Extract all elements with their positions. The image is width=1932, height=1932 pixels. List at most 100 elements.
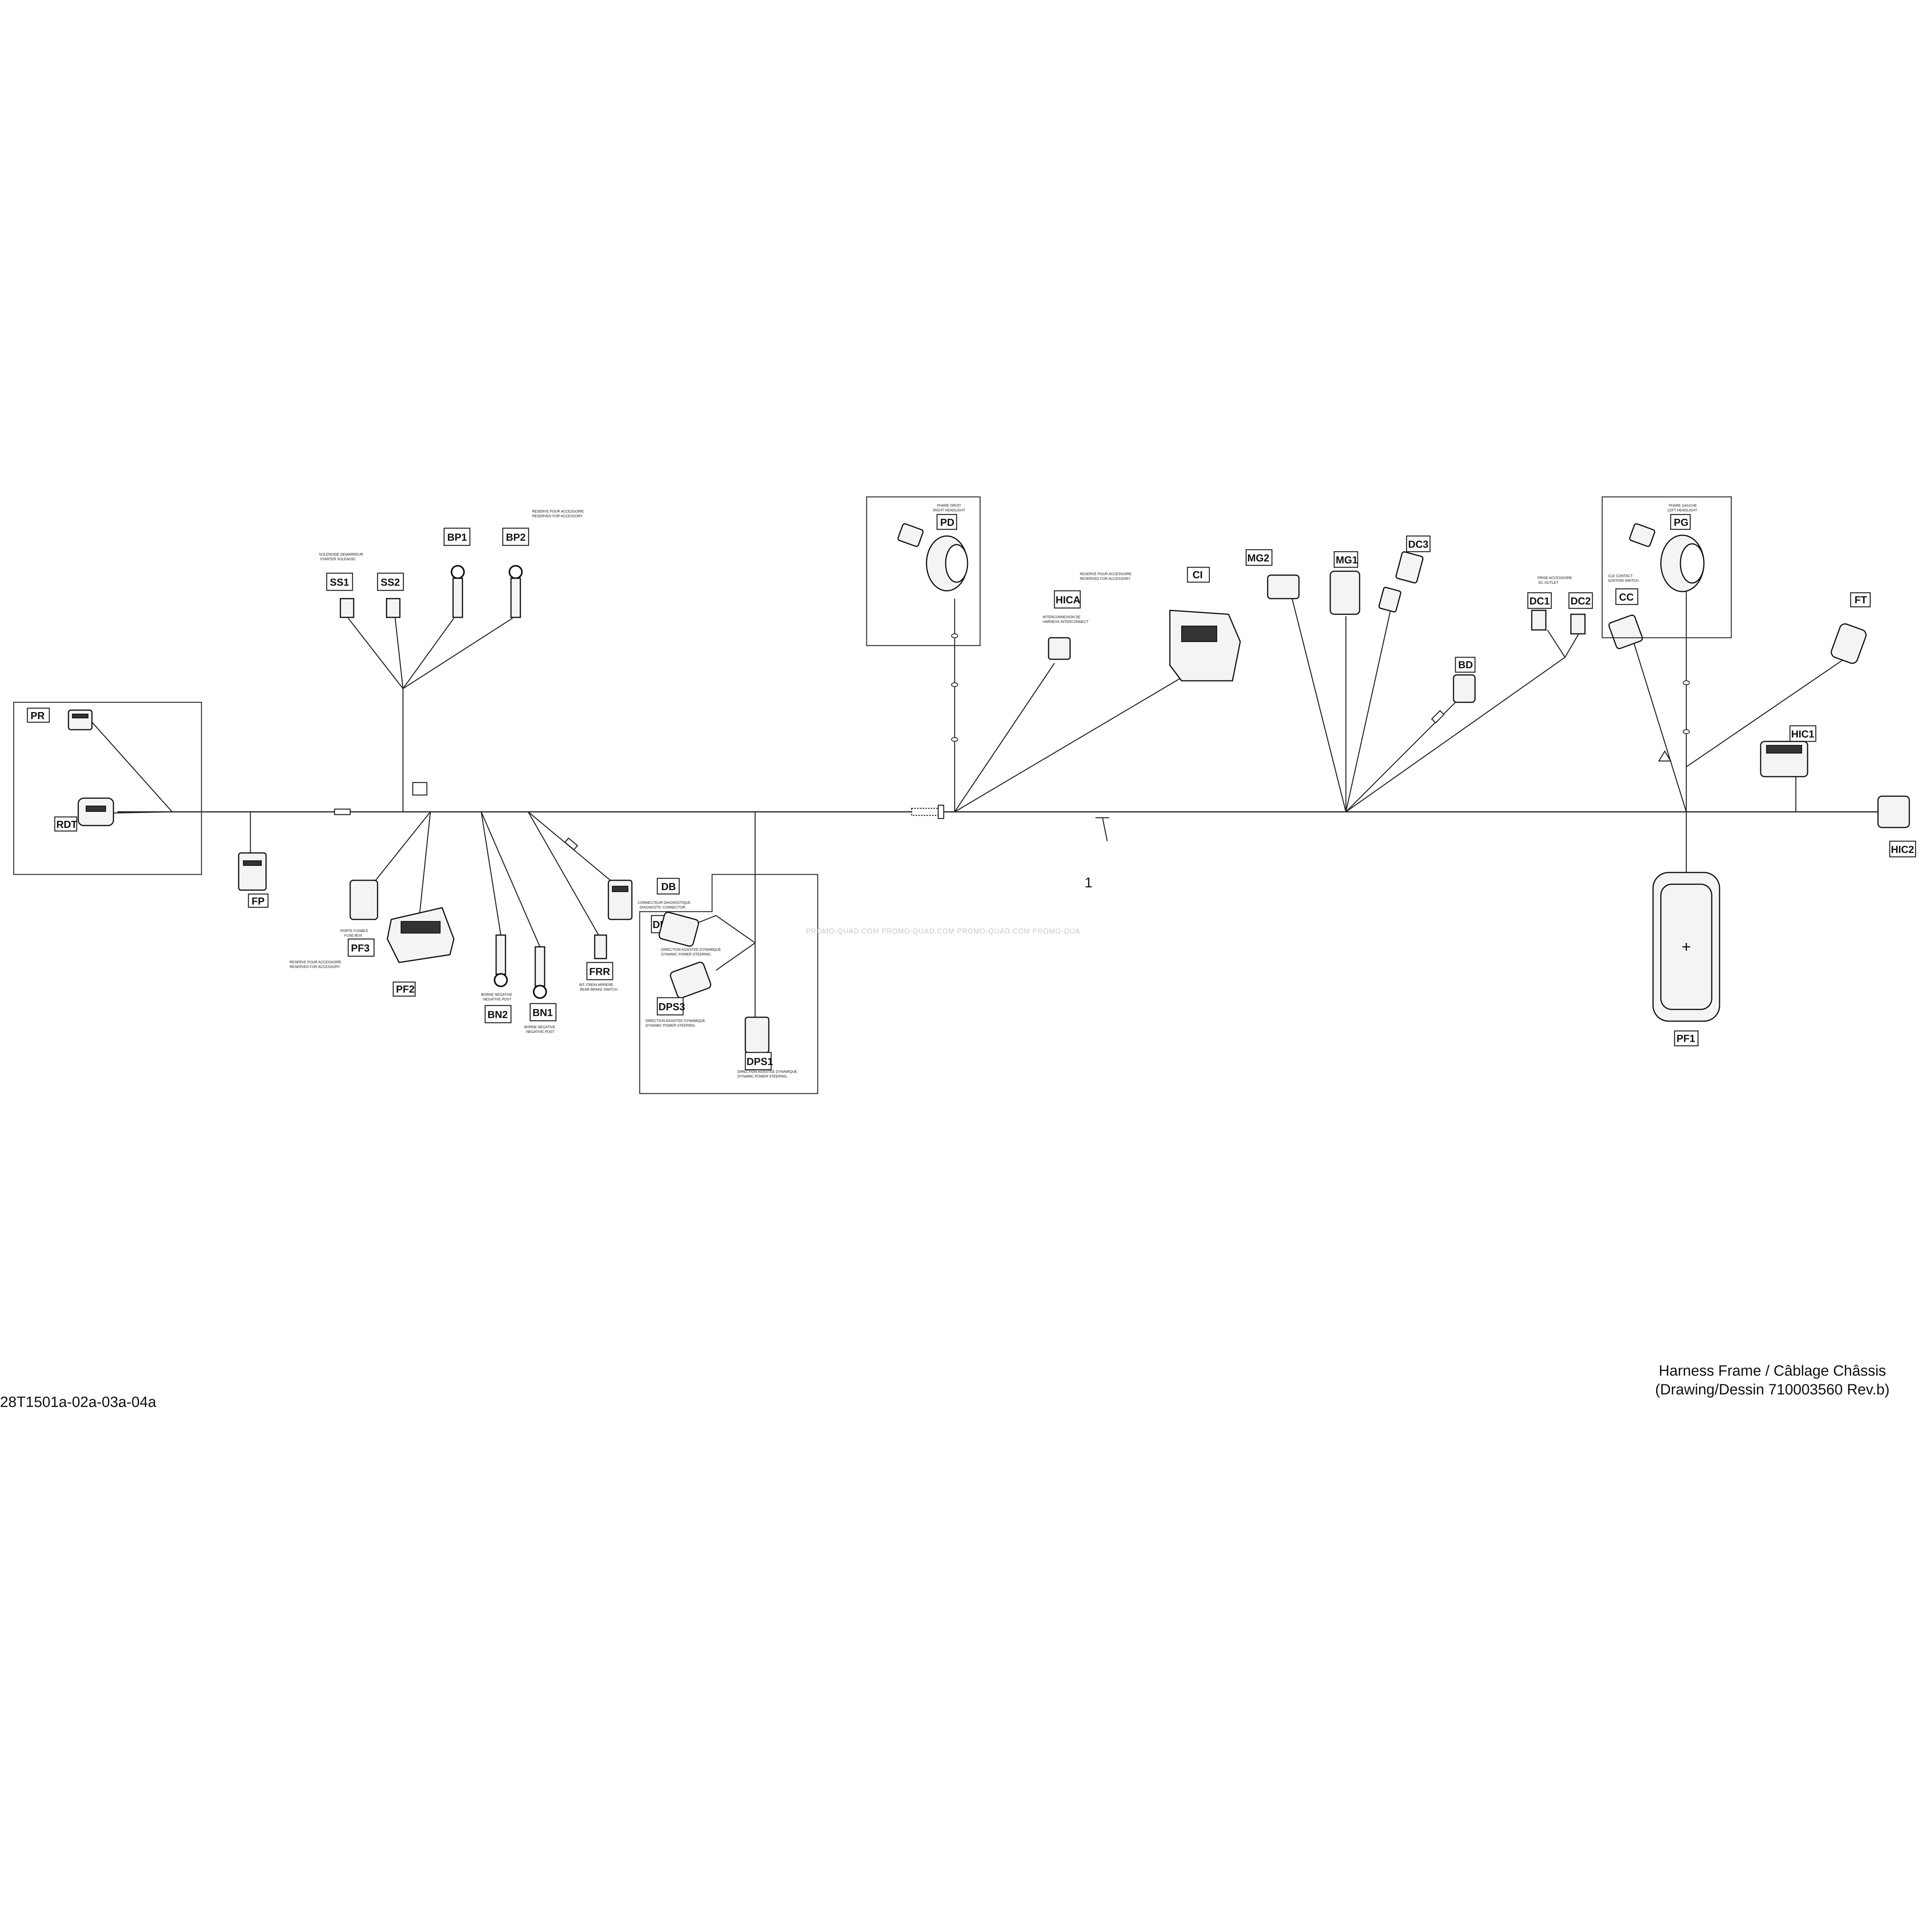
tag-pf3: PF3 [351, 942, 370, 954]
terminal-ss2-icon [386, 598, 401, 618]
terminal-ss1-icon [340, 598, 354, 618]
caption-pf3-en: RESERVED FOR ACCESSORY [290, 965, 340, 969]
tag-bp2: BP2 [506, 531, 526, 543]
caption-pg-fr: PHARE GAUCHE [1669, 504, 1697, 507]
ring-terminal-bn1-icon [533, 985, 547, 999]
tag-pf2: PF2 [396, 983, 415, 995]
tag-pd: PD [940, 516, 954, 528]
connector-fp-icon [238, 852, 267, 891]
outlet-dc1-icon [1531, 610, 1547, 631]
caption-bn1-en: NEGATIVE POST [526, 1030, 554, 1034]
tag-bp1: BP1 [447, 531, 467, 543]
connector-hica-icon [1048, 637, 1071, 660]
terminal-bp1-sleeve-icon [452, 577, 463, 618]
caption-dps2-fr: DIRECTION ASSISTEE DYNAMIQUE [661, 948, 721, 952]
diagram-subtitle: (Drawing/Dessin 710003560 Rev.b) [1655, 1382, 1890, 1398]
branch-right: CLE CONTACT IGNITION SWITCH CC PHARE GAU… [1601, 496, 1916, 1047]
tag-pr: PR [31, 710, 45, 721]
headlight-pg-connector-icon [1629, 523, 1655, 547]
tag-hic2: HIC2 [1891, 844, 1914, 855]
zone-left: PR RDT [13, 702, 202, 875]
tag-cc: CC [1619, 591, 1634, 603]
caption-ss-fr: SOLENOIDE DEMARREUR [319, 552, 363, 556]
main-trunk: 1 [117, 804, 1878, 890]
tag-dc2: DC2 [1570, 595, 1591, 607]
tag-dc1: DC1 [1529, 595, 1550, 607]
branch-hica-ci: RESERVE POUR ACCESSOIRE RESERVED FOR ACC… [954, 567, 1241, 813]
connector-fp-seal-icon [243, 860, 262, 866]
caption-db-en: DIAGNOSTIC CONNECTOR [640, 905, 685, 909]
branch-upper-left: SOLENOIDE DEMARREUR STARTER SOLENOID SS1… [319, 509, 584, 812]
connector-bd-icon [1453, 674, 1476, 703]
tag-hic1: HIC1 [1791, 728, 1814, 740]
fuse-box-pf2-slots-icon [401, 921, 441, 934]
connector-pr-icon [68, 709, 93, 730]
caption-pf-en: FUSE BOX [344, 934, 362, 937]
branch-ground-brake: BORNE NEGATIVE NEGATIVE POST BN2 BN1 BOR… [480, 811, 691, 1034]
caption-cc-fr: CLE CONTACT [1608, 574, 1633, 578]
watermark: PROMO-QUAD.COM PROMO-QUAD.COM PROMO-QUAD… [806, 927, 1080, 935]
tag-db: DB [661, 881, 676, 892]
caption-hica-fr: RESERVE POUR ACCESSOIRE [1080, 572, 1131, 576]
branch-mg-dc: MG2 MG1 DC3 BD PRISE ACCESSOIRE DC OUTLE… [1245, 535, 1593, 813]
caption-bn2-fr: BORNE NEGATIVE [481, 993, 512, 997]
tag-bn1: BN1 [532, 1007, 553, 1018]
tag-dps3: DPS3 [658, 1001, 685, 1013]
terminal-bn2-sleeve-icon [495, 934, 506, 975]
caption-dps3-en: DYNAMIC POWER STEERING [646, 1024, 695, 1027]
zone-dps: DPS2 DIRECTION ASSISTEE DYNAMIQUE DYNAMI… [639, 812, 818, 1094]
tag-hica: HICA [1056, 594, 1081, 606]
connector-ft-icon [1831, 623, 1867, 664]
headlight-pg-lens-icon [1680, 543, 1705, 584]
connector-rdt-pins-icon [86, 806, 106, 812]
tag-ft: FT [1855, 594, 1867, 606]
tag-fp: FP [252, 895, 264, 907]
caption-dc-fr: PRISE ACCESSOIRE [1538, 576, 1572, 580]
caption-dps1-fr: DIRECTION ASSISTEE DYNAMIQUE [738, 1070, 797, 1074]
tag-mg2: MG2 [1247, 552, 1269, 564]
drawing-reference: 28T1501a-02a-03a-04a [0, 1394, 157, 1410]
caption-hica-en: RESERVED FOR ACCESSORY [1080, 577, 1130, 581]
cluster-ci-slot-icon [1181, 626, 1217, 642]
connector-pf3-icon [349, 880, 378, 920]
cluster-ci-icon [1169, 610, 1241, 682]
caption-dps1-en: DYNAMIC POWER STEERING [738, 1074, 787, 1078]
terminal-bn1-sleeve-icon [534, 946, 545, 987]
tag-pf1: PF1 [1677, 1033, 1695, 1044]
caption-ss-en: STARTER SOLENOID [320, 557, 356, 561]
fuse-box-pf2-icon [387, 907, 455, 963]
caption-hica2-en: HARNESS INTERCONNECT [1043, 620, 1089, 624]
caption-bp2-en: RESERVED FOR ACCESSORY [532, 514, 583, 518]
caption-hica2-fr: INTERCONNEXION DE [1043, 615, 1081, 619]
caption-pf-fr: PORTE FUSIBLE [340, 929, 368, 933]
caption-frr-en: REAR BRAKE SWITCH [580, 988, 617, 991]
caption-bn1-fr: BORNE NEGATIVE [524, 1025, 555, 1029]
tag-pg: PG [1674, 516, 1689, 528]
connector-dps2-icon [658, 912, 699, 947]
tag-rdt: RDT [56, 818, 77, 830]
connector-group-fp: FP [238, 812, 269, 908]
connector-mg2-icon [1267, 574, 1300, 599]
connector-pr-latch-icon [72, 714, 88, 718]
connector-dc3-icon [1395, 551, 1424, 584]
caption-dps3-fr: DIRECTION ASSISTEE DYNAMIQUE [646, 1019, 705, 1023]
ring-terminal-bn2-icon [494, 973, 508, 987]
zone-pd: PHARE DROIT RIGHT HEADLIGHT PD [866, 496, 981, 812]
outlet-dc2-icon [1570, 613, 1586, 635]
caption-db-fr: CONNECTEUR DIAGNOSTIQUE [638, 901, 691, 905]
diagram-title: Harness Frame / Câblage Châssis [1659, 1363, 1886, 1379]
main-item-number: 1 [1085, 874, 1092, 890]
tag-bn2: BN2 [487, 1009, 508, 1020]
tag-ci: CI [1193, 569, 1203, 581]
tag-ss1: SS1 [330, 576, 349, 588]
caption-pf3-fr: RESERVE POUR ACCESSOIRE [290, 960, 341, 964]
tag-ss2: SS2 [381, 576, 400, 588]
branch-fuse-box: PORTE FUSIBLE FUSE BOX PF3 RESERVE POUR … [290, 811, 455, 997]
headlight-pd-lens-icon [945, 544, 968, 583]
tag-mg1: MG1 [1336, 554, 1358, 566]
caption-cc-en: IGNITION SWITCH [1608, 579, 1639, 583]
connector-dc3b-icon [1378, 586, 1401, 613]
title-block: Harness Frame / Câblage Châssis (Drawing… [1624, 1362, 1921, 1399]
terminal-bp2-sleeve-icon [510, 577, 521, 618]
